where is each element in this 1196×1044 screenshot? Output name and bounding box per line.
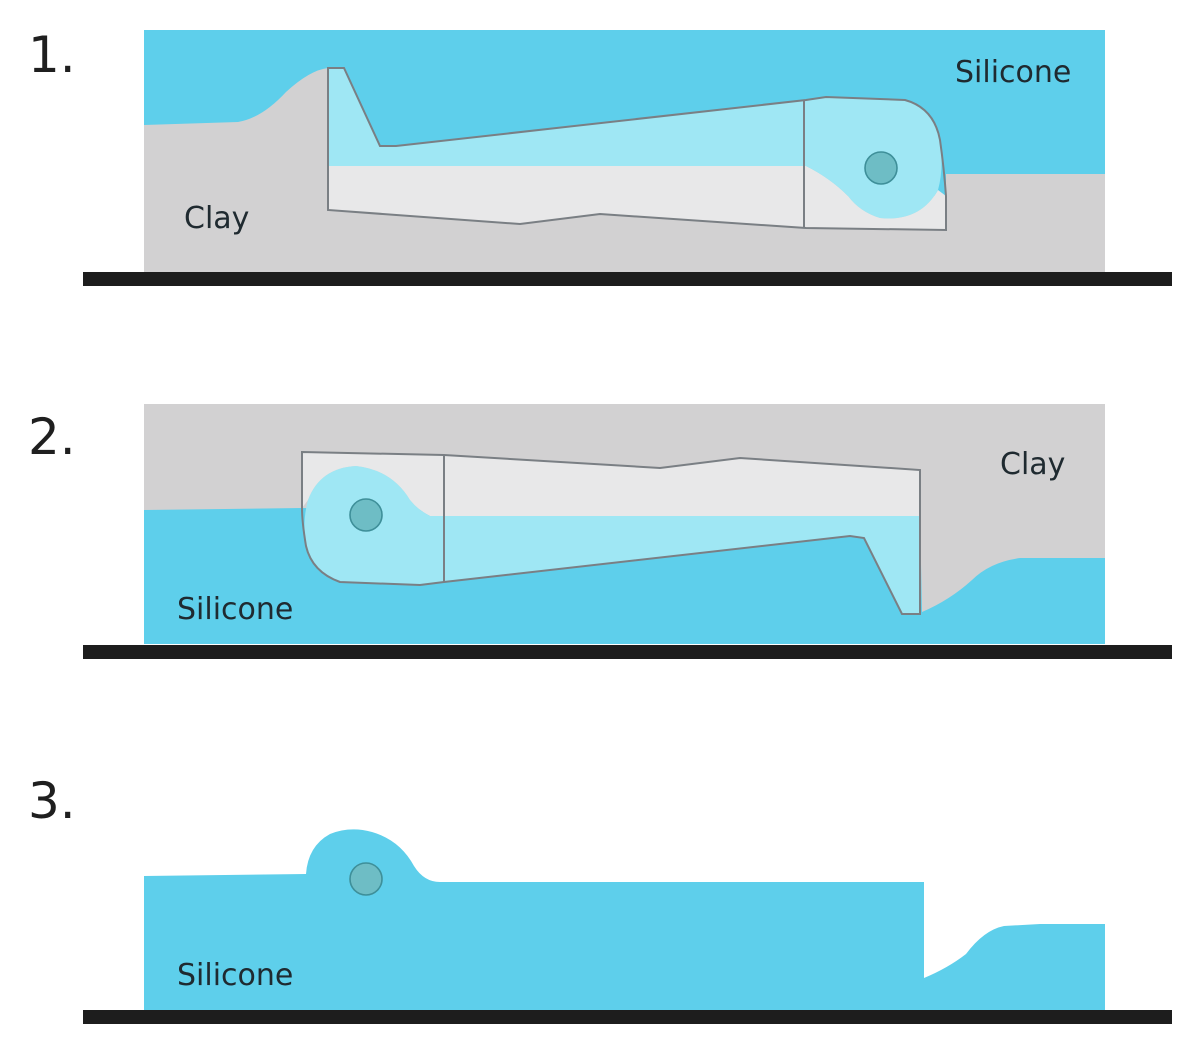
step-1-alignment-pin	[864, 151, 898, 185]
step-3-silicone-label: Silicone	[177, 958, 293, 993]
step-2-part-silicone-half	[444, 516, 920, 614]
step-1-silicone-label: Silicone	[955, 55, 1071, 90]
step-1-part-outline	[327, 67, 947, 232]
step-1-part-silicone-half	[328, 68, 806, 166]
step-3-number: 3.	[28, 772, 76, 830]
step-1-panel: Silicone Clay	[83, 30, 1172, 286]
step-2-panel: Clay Silicone	[83, 404, 1172, 659]
step-1-clay-label: Clay	[184, 201, 249, 236]
step-2-number: 2.	[28, 408, 76, 466]
step-3-base-plate	[83, 1010, 1172, 1024]
step-1-number: 1.	[28, 26, 76, 84]
step-2-clay-label: Clay	[1000, 447, 1065, 482]
step-3-alignment-pin	[349, 862, 383, 896]
step-2-alignment-pin	[349, 498, 383, 532]
step-3-panel: Silicone	[83, 829, 1172, 1024]
step-1-part-clay-half-tail	[806, 166, 946, 230]
step-2-part-outline	[301, 450, 921, 615]
step-3-silicone-mold	[144, 829, 1105, 1010]
step-1-base-plate	[83, 272, 1172, 286]
step-2-silicone-label: Silicone	[177, 592, 293, 627]
step-1-part-clay-half	[328, 166, 806, 228]
step-2-part-clay-half	[302, 452, 920, 516]
step-2-base-plate	[83, 645, 1172, 659]
step-2-part-clay-half-head	[302, 452, 444, 516]
